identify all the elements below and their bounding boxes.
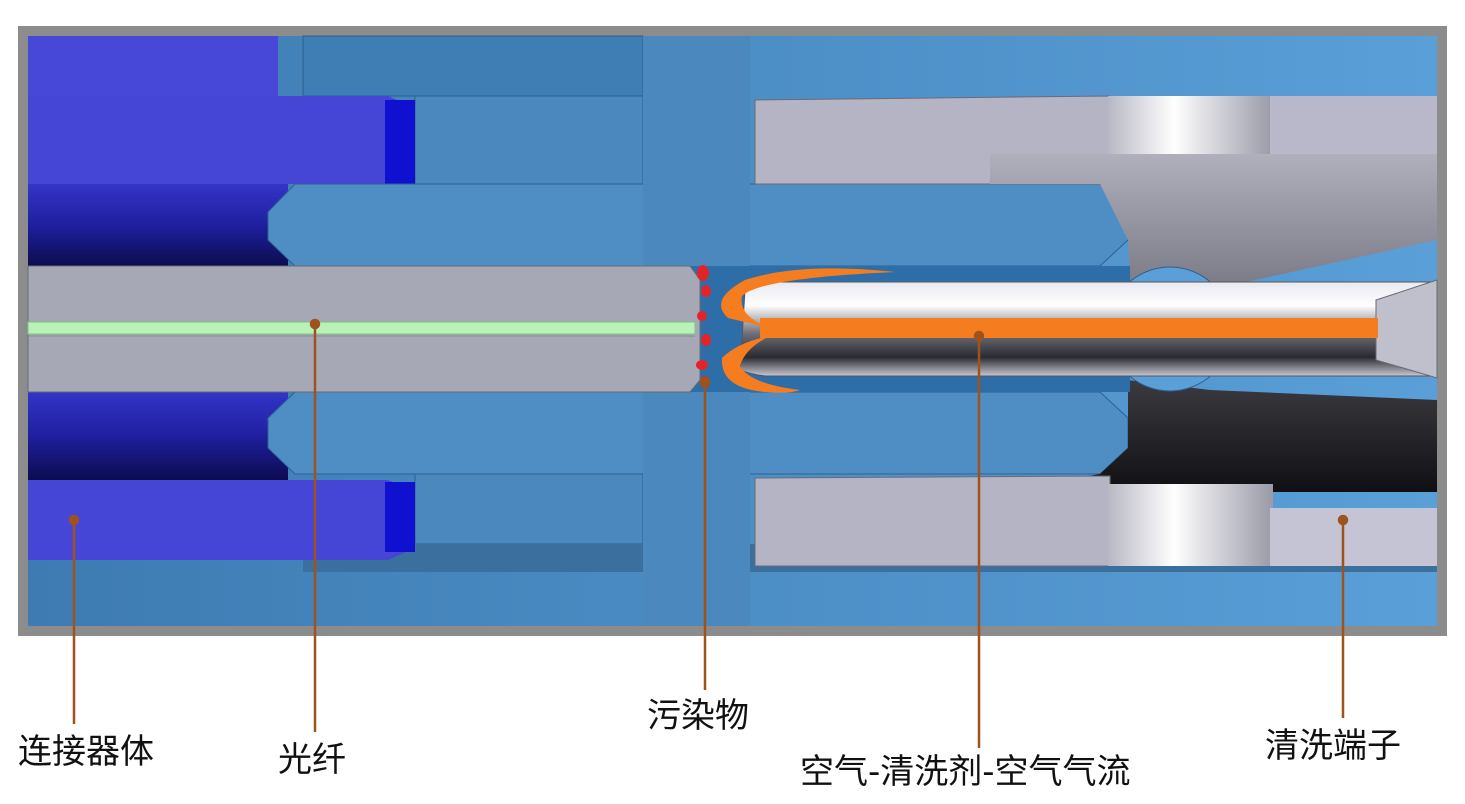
tip-lower-cylinder xyxy=(1108,484,1273,566)
optical-fiber xyxy=(27,321,696,335)
connector-body-top xyxy=(28,36,278,96)
airflow-stream xyxy=(760,318,1378,338)
housing-upper-block xyxy=(414,95,644,185)
connector-body-cavity-top xyxy=(28,184,288,266)
tip-upper-right xyxy=(1270,96,1437,154)
leader-lines xyxy=(68,318,1349,748)
connector-body-lower xyxy=(28,480,415,560)
tube-nozzle-cone xyxy=(1375,279,1438,379)
tip-lower-right xyxy=(1270,508,1437,566)
airflow-curl-upper xyxy=(720,268,895,328)
contaminant-particles xyxy=(696,265,711,388)
tip-lower-cavity xyxy=(990,380,1437,492)
connector-body-upper xyxy=(28,96,415,184)
housing-top-block xyxy=(302,35,644,97)
label-fiber: 光纤 xyxy=(278,740,346,780)
airflow-curl-lower xyxy=(721,336,800,393)
tip-upper-cavity xyxy=(990,154,1437,290)
label-cleaning-tip: 清洗端子 xyxy=(1265,726,1401,766)
connector-body-cavity-bottom xyxy=(28,392,288,480)
label-airflow: 空气-清洗剂-空气气流 xyxy=(800,752,1131,792)
connector-body-upper-edge xyxy=(385,100,415,184)
label-connector-body: 连接器体 xyxy=(18,732,154,772)
label-contaminant: 污染物 xyxy=(647,696,749,736)
connector-body-lower-edge xyxy=(385,482,415,552)
tip-lower-body xyxy=(754,475,1111,567)
housing-lower-block xyxy=(414,473,644,545)
